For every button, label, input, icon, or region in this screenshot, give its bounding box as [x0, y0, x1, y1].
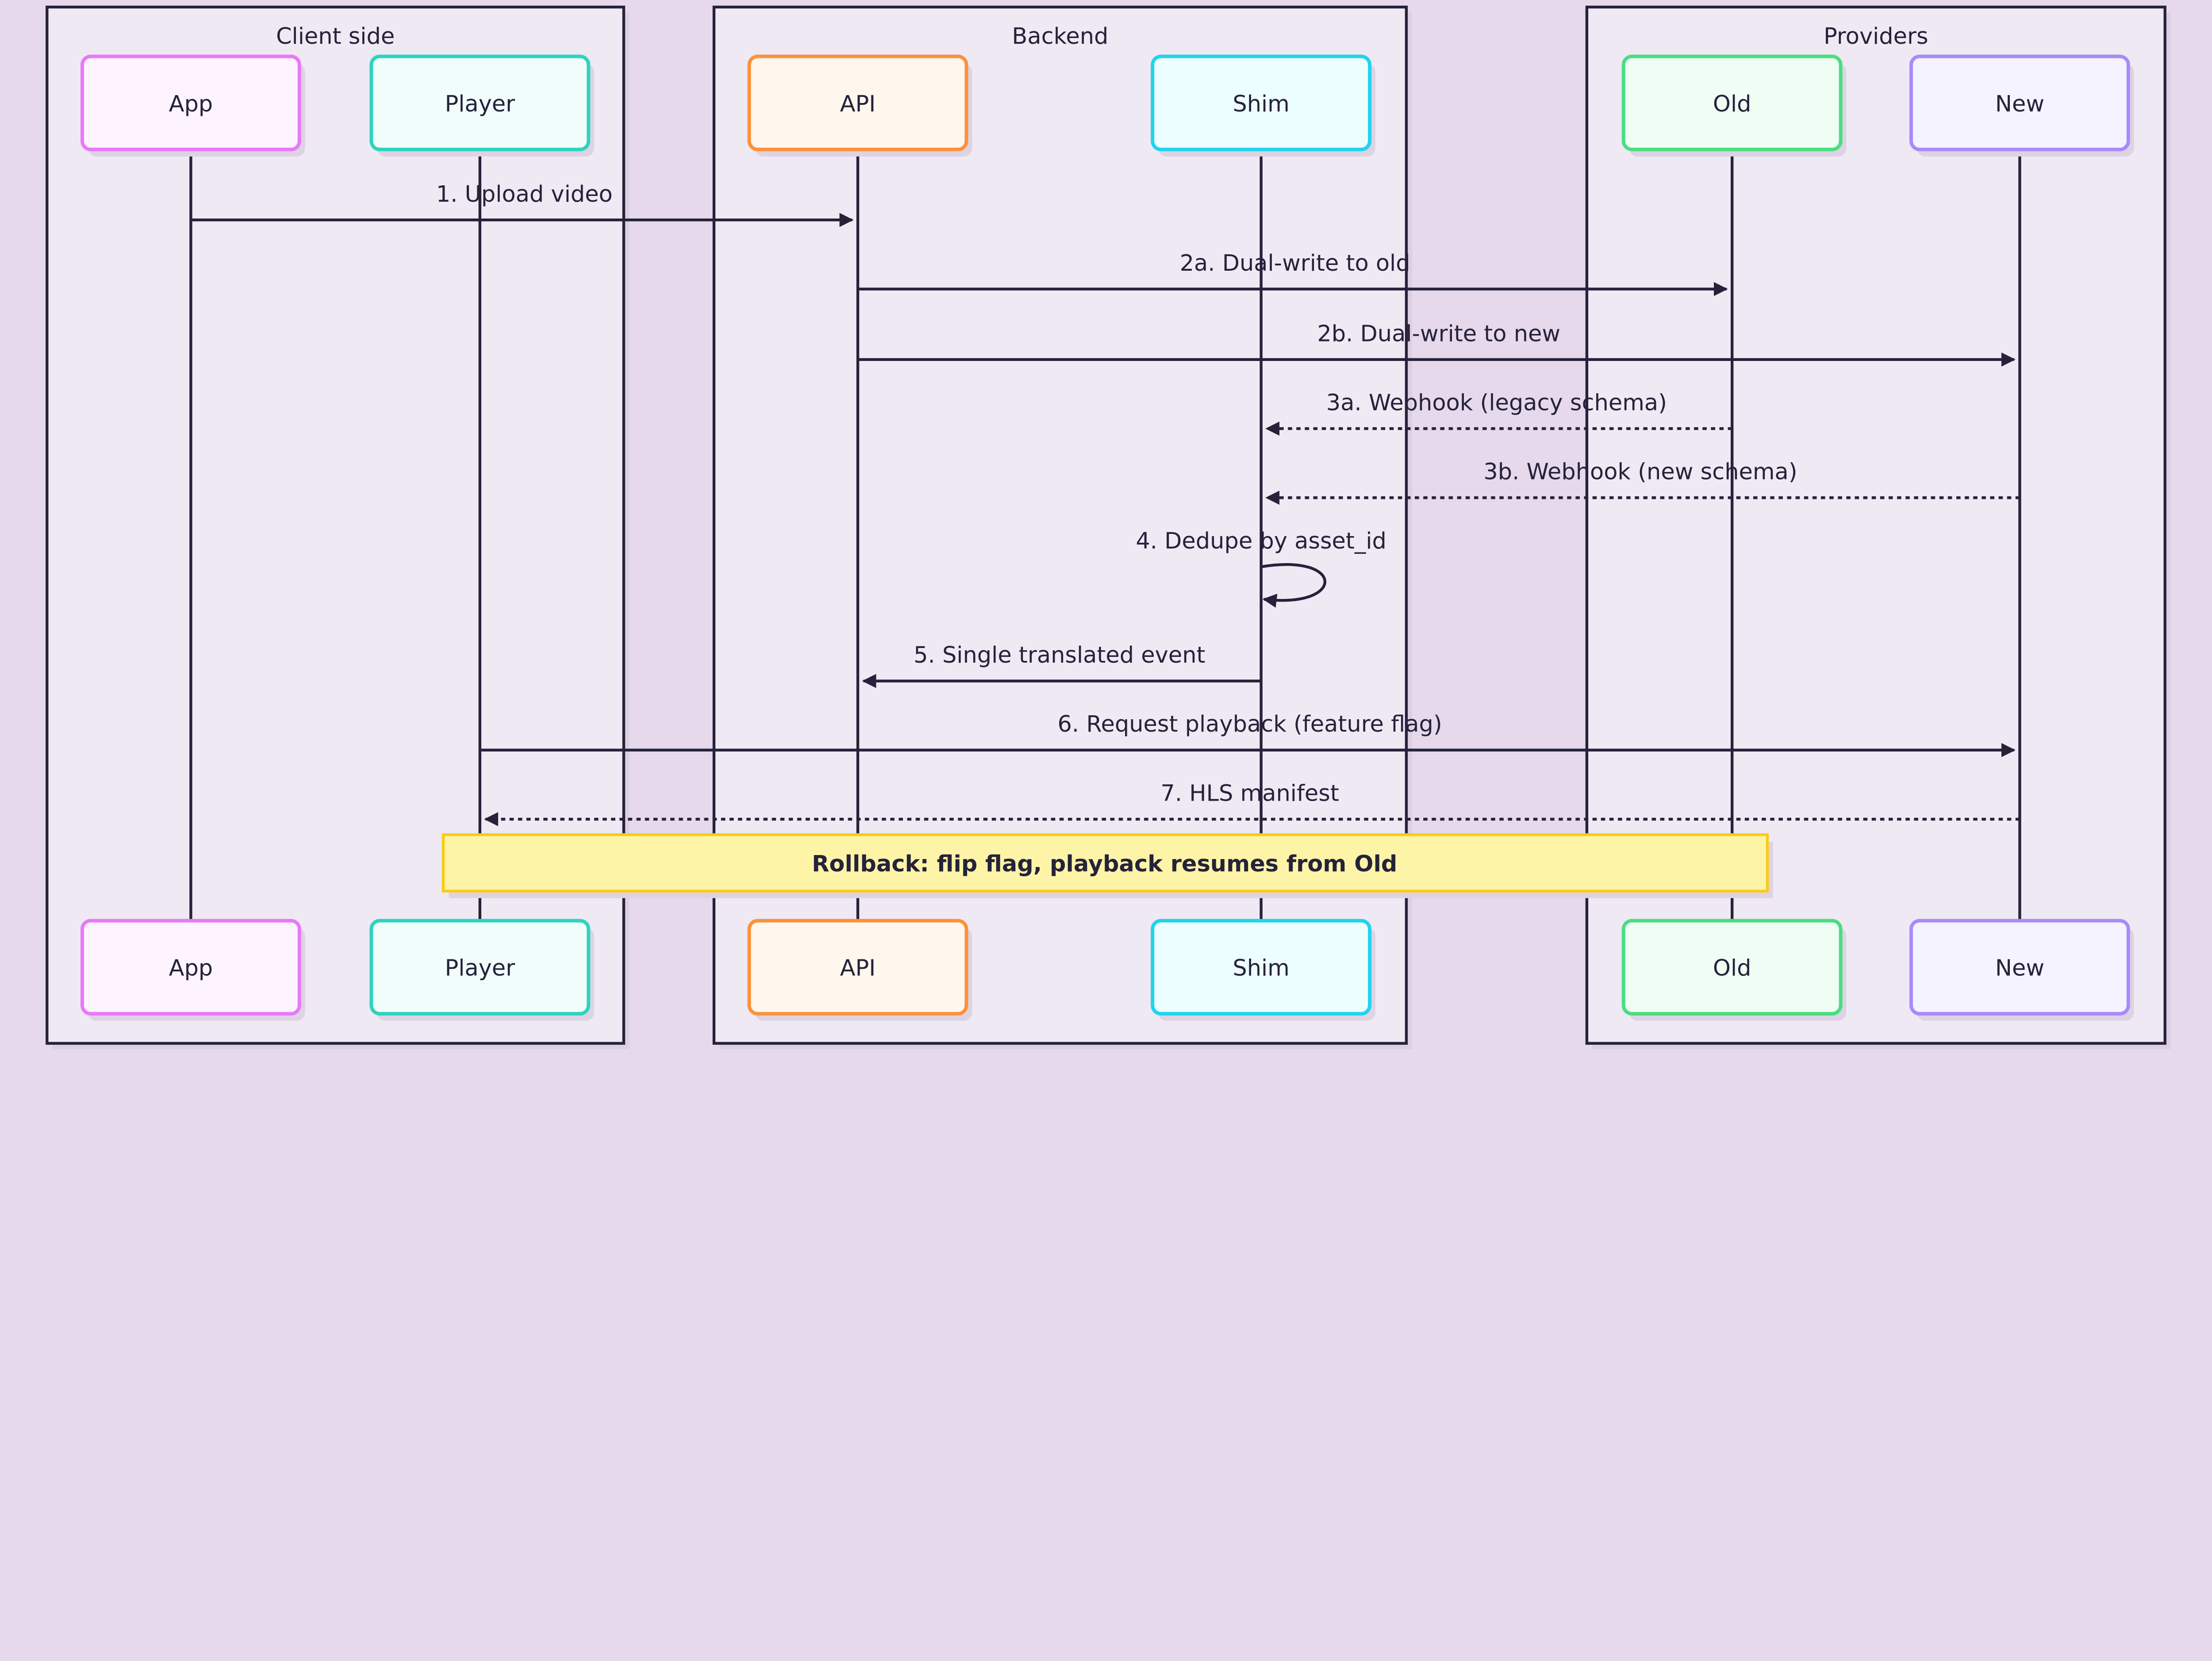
- message-label: 4. Dedupe by asset_id: [1136, 528, 1386, 554]
- actor-box-new-top: [1909, 54, 2130, 151]
- actor-label-api-top: API: [840, 91, 876, 117]
- actor-box-api-top: [747, 54, 968, 151]
- actor-label-old-top: Old: [1713, 91, 1751, 117]
- actor-box-shim-bottom: [1151, 919, 1372, 1016]
- message-7: 5. Single translated event: [862, 642, 1261, 688]
- sequence-diagram: Client side Backend Providers 1. Upload vi…: [46, 5, 2166, 1045]
- self-message-arrow: [1261, 563, 1326, 608]
- message-9: 7. HLS manifest: [484, 780, 2020, 826]
- actor-box-player-bottom: [369, 919, 591, 1016]
- message-label: 5. Single translated event: [914, 642, 1205, 668]
- message-label: 1. Upload video: [436, 181, 613, 207]
- message-label: 3a. Webhook (legacy schema): [1326, 390, 1667, 416]
- actor-box-app-bottom: [80, 919, 301, 1016]
- messages-layer: 1. Upload video 2a. Dual-write to old 2b. …: [191, 181, 2020, 826]
- actor-box-new-bottom: [1909, 919, 2130, 1016]
- rollback-note-text: Rollback: flip flag, playback resumes fr…: [812, 851, 1397, 877]
- rollback-note: [442, 833, 1769, 893]
- message-1: 1. Upload video: [191, 181, 854, 227]
- actor-label-new-bottom: New: [1995, 955, 2044, 982]
- actor-box-player-top: [369, 54, 591, 151]
- actor-label-shim-bottom: Shim: [1233, 955, 1290, 982]
- message-4: 3a. Webhook (legacy schema): [1265, 390, 1732, 436]
- actor-box-shim-top: [1151, 54, 1372, 151]
- message-label: 7. HLS manifest: [1160, 780, 1339, 806]
- group-label-backend: Backend: [1012, 23, 1108, 50]
- actor-label-app-bottom: App: [169, 955, 213, 982]
- message-8: 6. Request playback (feature flag): [480, 711, 2016, 757]
- message-2: 2a. Dual-write to old: [858, 250, 1728, 296]
- message-5: 3b. Webhook (new schema): [1265, 459, 2020, 505]
- actor-box-api-bottom: [747, 919, 968, 1016]
- message-label: 2a. Dual-write to old: [1180, 250, 1410, 276]
- group-label-providers: Providers: [1824, 23, 1928, 50]
- message-3: 2b. Dual-write to new: [858, 321, 2016, 367]
- actors-layer: AppAppPlayerPlayerAPIAPIShimShimOldOldNe…: [80, 54, 2134, 1021]
- actor-label-player-top: Player: [445, 91, 515, 117]
- actor-label-api-bottom: API: [840, 955, 876, 982]
- actor-box-old-bottom: [1621, 919, 1843, 1016]
- note-layer: Rollback: flip flag, playback resumes fr…: [442, 833, 1773, 898]
- lifelines-layer: [189, 149, 2021, 921]
- actor-label-old-bottom: Old: [1713, 955, 1751, 982]
- message-label: 3b. Webhook (new schema): [1483, 459, 1797, 485]
- actor-label-app-top: App: [169, 91, 213, 117]
- group-label-client: Client side: [276, 23, 395, 50]
- actor-box-app-top: [80, 54, 301, 151]
- message-label: 2b. Dual-write to new: [1317, 321, 1560, 347]
- actor-label-player-bottom: Player: [445, 955, 515, 982]
- actor-label-new-top: New: [1995, 91, 2044, 117]
- message-label: 6. Request playback (feature flag): [1057, 711, 1442, 737]
- actor-box-old-top: [1621, 54, 1843, 151]
- actor-label-shim-top: Shim: [1233, 91, 1290, 117]
- message-6: 4. Dedupe by asset_id: [1136, 528, 1386, 608]
